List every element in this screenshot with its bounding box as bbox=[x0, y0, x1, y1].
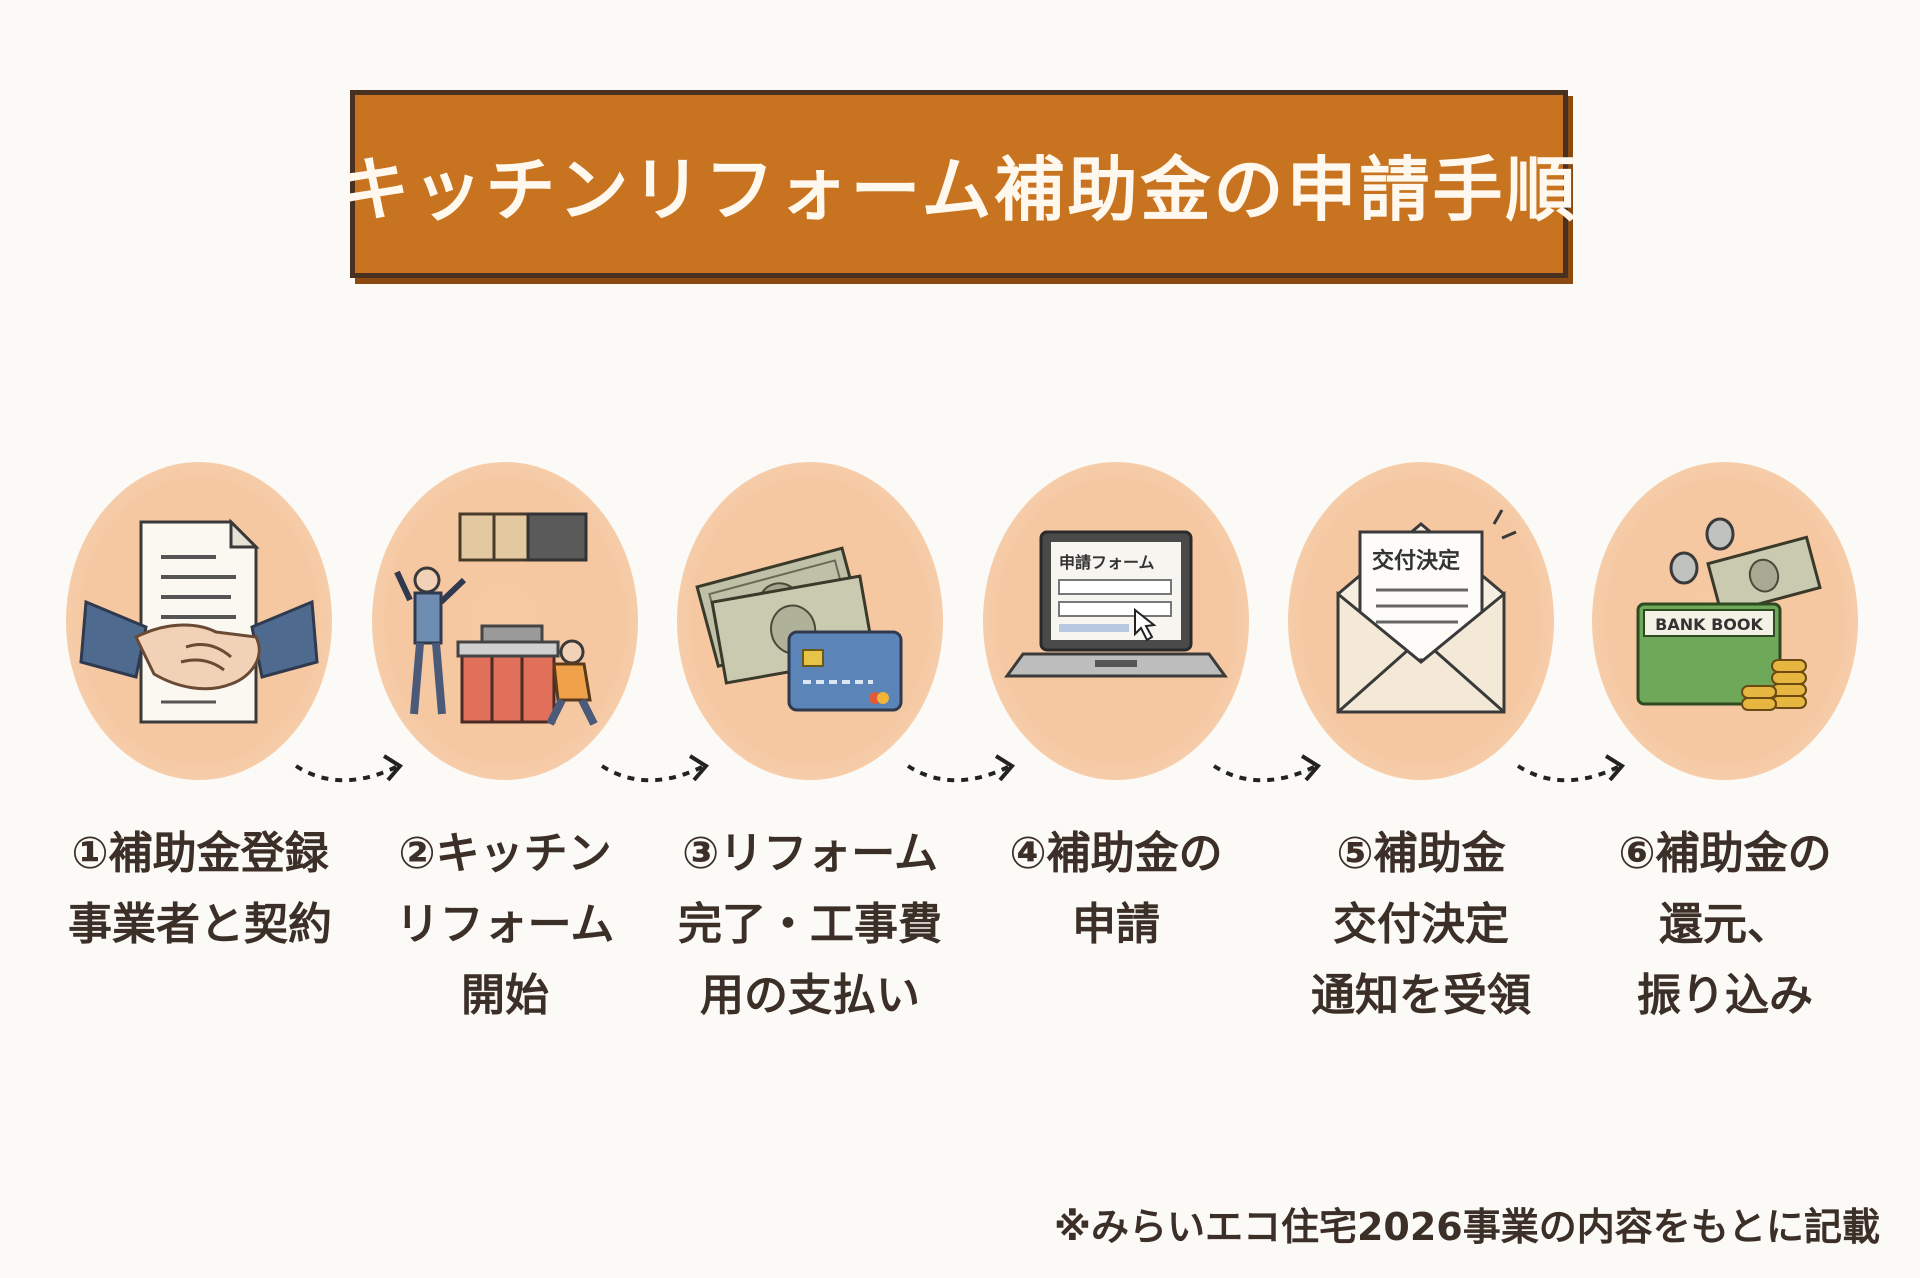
step-5-label: ⑤補助金 交付決定 通知を受領 bbox=[1271, 818, 1571, 1031]
step-2-line-3: 開始 bbox=[461, 970, 549, 1021]
laptop-screen-text: 申請フォーム bbox=[1059, 553, 1155, 572]
step-6-circle: BANK BOOK bbox=[1592, 462, 1858, 780]
step-6-line-1: ⑥補助金の bbox=[1618, 828, 1832, 879]
footnote: ※みらいエコ住宅2026事業の内容をもとに記載 bbox=[1054, 1205, 1880, 1249]
step-5-line-3: 通知を受領 bbox=[1311, 970, 1531, 1021]
step-4-label: ④補助金の 申請 bbox=[966, 818, 1266, 960]
bankbook-coins-icon: BANK BOOK bbox=[1636, 517, 1822, 711]
envelope-letter-icon: 交付決定 bbox=[1336, 509, 1517, 714]
step-2-line-1: ②キッチン bbox=[398, 828, 612, 879]
arrow-4-to-5 bbox=[1212, 754, 1322, 783]
step-6-line-2: 還元、 bbox=[1659, 899, 1791, 950]
letter-text: 交付決定 bbox=[1372, 548, 1460, 574]
step-4-line-2: 申請 bbox=[1072, 899, 1160, 950]
step-5-circle: 交付決定 bbox=[1288, 462, 1554, 780]
arrow-1-to-2 bbox=[294, 754, 404, 783]
step-5-line-1: ⑤補助金 bbox=[1336, 828, 1506, 879]
step-3-label: ③リフォーム 完了・工事費 用の支払い bbox=[660, 818, 960, 1031]
step-1-circle bbox=[66, 462, 332, 780]
bankbook-label: BANK BOOK bbox=[1655, 615, 1763, 634]
step-1-line-2: 事業者と契約 bbox=[68, 899, 332, 950]
step-4-circle: 申請フォーム bbox=[983, 462, 1249, 780]
step-4-line-1: ④補助金の bbox=[1009, 828, 1223, 879]
cash-card-icon bbox=[695, 546, 903, 712]
step-3-line-3: 用の支払い bbox=[700, 970, 920, 1021]
step-1-label: ①補助金登録 事業者と契約 bbox=[50, 818, 350, 960]
step-6-label: ⑥補助金の 還元、 振り込み bbox=[1575, 818, 1875, 1031]
title-banner: キッチンリフォーム補助金の申請手順 bbox=[340, 90, 1575, 278]
step-2-label: ②キッチン リフォーム 開始 bbox=[355, 818, 655, 1031]
page-title: キッチンリフォーム補助金の申請手順 bbox=[339, 148, 1579, 231]
arrow-5-to-6 bbox=[1516, 754, 1626, 783]
step-1-line-1: ①補助金登録 bbox=[71, 828, 329, 879]
step-5-line-2: 交付決定 bbox=[1333, 899, 1509, 950]
arrow-2-to-3 bbox=[600, 754, 710, 783]
step-2-line-2: リフォーム bbox=[395, 899, 615, 950]
step-2-circle bbox=[372, 462, 638, 780]
step-3-line-1: ③リフォーム bbox=[682, 828, 938, 879]
kitchen-workers-icon bbox=[394, 512, 598, 726]
laptop-form-icon: 申請フォーム bbox=[1004, 530, 1228, 678]
step-6-line-3: 振り込み bbox=[1637, 970, 1813, 1021]
arrow-3-to-4 bbox=[906, 754, 1016, 783]
step-3-line-2: 完了・工事費 bbox=[678, 899, 942, 950]
step-3-circle bbox=[677, 462, 943, 780]
handshake-contract-icon bbox=[79, 518, 319, 724]
